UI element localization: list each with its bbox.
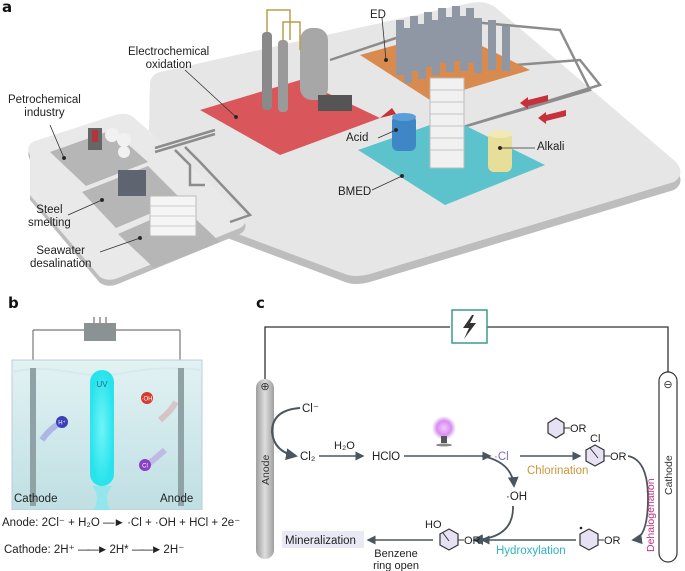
light-bulb-icon [432, 416, 456, 440]
power-box [451, 309, 488, 344]
species-ho: HO [425, 519, 442, 531]
species-or: OR [570, 423, 587, 435]
cathode-sign: ⊖ [663, 379, 672, 391]
anode-electrode [178, 368, 184, 506]
chlorinated-ring-icon [585, 444, 610, 467]
step-dehalogenation: Dehalogenation [645, 478, 657, 552]
leader-lines [49, 17, 535, 253]
cathode-label: Cathode [663, 455, 675, 495]
uv-label: UV [96, 380, 108, 389]
petrochemical-equipment [88, 128, 131, 158]
ed-stacks [396, 6, 510, 83]
species-oh-radical: ·OH [506, 491, 527, 503]
label-steel-smelting: Steel smelting [28, 204, 71, 229]
oxidation-equipment [262, 9, 352, 112]
panel-b-label: b [8, 294, 19, 312]
species-or: OR [610, 451, 627, 463]
species-h2o: H₂O [334, 440, 355, 452]
step-benzene-ring-open-line1: Benzene [374, 548, 417, 560]
lightning-icon [463, 315, 476, 339]
step-chlorination: Chlorination [527, 465, 588, 477]
label-bmed: BMED [338, 186, 372, 198]
cathode-equation: Cathode: 2H⁺ ——► 2H* ——► 2H⁻ [4, 542, 184, 556]
acid-tank [392, 113, 416, 151]
step-benzene-ring-open-line2: ring open [373, 560, 419, 571]
mineralization-box [282, 531, 364, 548]
reaction-arrow: ——► [131, 544, 162, 556]
species-cl-minus: Cl⁻ [302, 403, 319, 415]
anode-equation: Anode: 2Cl⁻ + H₂O —► ·Cl + ·OH + HCl + 2… [2, 515, 240, 529]
species-cl: Cl [590, 433, 600, 445]
anode-equation-reactants: Anode: 2Cl⁻ + H₂O [2, 517, 100, 529]
radical-ring-icon [579, 526, 604, 551]
flow-arrows [380, 95, 566, 124]
cathode-equation-reactant: Cathode: 2H⁺ [4, 544, 75, 556]
side-platform [28, 113, 246, 286]
cl-text: Cl [142, 464, 148, 470]
hydroxyl-radical [141, 392, 153, 404]
panel-a-label: a [2, 0, 13, 16]
species-hclo: HClO [372, 451, 400, 463]
anode-sign: ⊕ [260, 381, 269, 393]
desalination-equipment [149, 195, 197, 237]
step-mineralization: Mineralization [285, 535, 356, 547]
anode-electrode [256, 379, 274, 559]
hydroxylated-ring-icon [439, 528, 464, 551]
label-acid: Acid [346, 132, 369, 144]
species-cl-radical: ·Cl [494, 451, 509, 463]
panel-c-label: c [256, 294, 265, 312]
step-hydroxylation: Hydroxylation [496, 545, 566, 557]
cathode-electrode [30, 368, 36, 506]
reaction-arrow: ——► [77, 544, 108, 556]
label-seawater-desalination: Seawater desalination [30, 245, 92, 270]
h-plus-text: H⁺ [58, 420, 66, 427]
anode-equation-products: ·Cl + ·OH + HCl + 2e⁻ [127, 517, 241, 529]
panel-c-diagram: ⊕ Anode ⊖ Cathode Cl⁻ Cl₂ H₂O HClO ·Cl ·… [256, 309, 678, 571]
cathode-electrode [658, 371, 678, 563]
uv-lamp-icon [90, 370, 114, 486]
chloride-ion [139, 459, 151, 471]
steel-pad [82, 166, 182, 228]
reaction-arrow: —► [103, 517, 125, 529]
label-alkali: Alkali [537, 141, 565, 153]
bmed-stack [429, 77, 465, 169]
power-supply-icon [84, 323, 116, 341]
oh-text: ·OH [142, 397, 153, 403]
h-plus-ion [56, 416, 68, 428]
cathode-equation-product: 2H⁻ [163, 544, 185, 556]
cathode-label: Cathode [14, 493, 57, 505]
species-or: OR [464, 535, 481, 547]
species-or: OR [604, 535, 621, 547]
label-ed: ED [370, 9, 386, 21]
cathode-equation-intermediate: 2H* [109, 544, 129, 556]
alkali-tank [488, 130, 512, 172]
species-cl2: Cl₂ [300, 451, 315, 463]
label-petrochemical-industry: Petrochemical industry [8, 94, 81, 119]
steel-equipment [118, 170, 146, 196]
anode-label: Anode [160, 493, 193, 505]
panel-b-cell: H⁺ ·OH Cl UV Cathode Anode [11, 317, 203, 510]
benzene-ring-icon [547, 417, 570, 439]
panel-a-illustration [28, 2, 681, 286]
label-electrochemical-oxidation: Electrochemical oxidation [128, 46, 210, 71]
anode-label: Anode [260, 454, 272, 485]
